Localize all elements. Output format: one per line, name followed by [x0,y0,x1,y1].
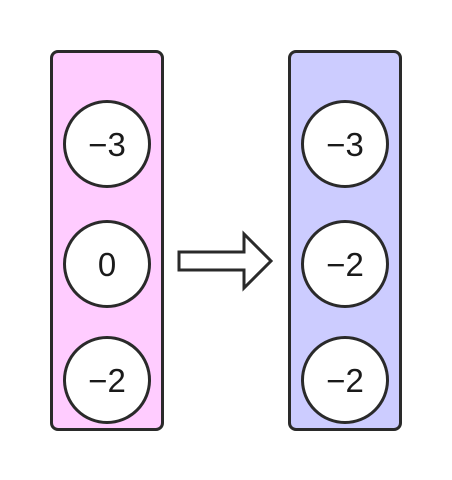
after-node-3: −2 [301,336,389,424]
after-node-3-value: −2 [326,361,364,399]
before-node-2-value: 0 [97,245,117,283]
after-node-1-value: −3 [326,125,364,163]
right-arrow-icon [177,230,274,292]
before-node-1: −3 [63,100,151,188]
after-node-2-value: −2 [326,245,364,283]
before-node-1-value: −3 [88,125,126,163]
after-node-2: −2 [301,220,389,308]
before-node-2: 0 [63,220,151,308]
after-column: −3 −2 −2 [288,50,402,431]
before-node-3: −2 [63,336,151,424]
before-column: −3 0 −2 [50,50,164,431]
after-node-1: −3 [301,100,389,188]
before-node-3-value: −2 [88,361,126,399]
